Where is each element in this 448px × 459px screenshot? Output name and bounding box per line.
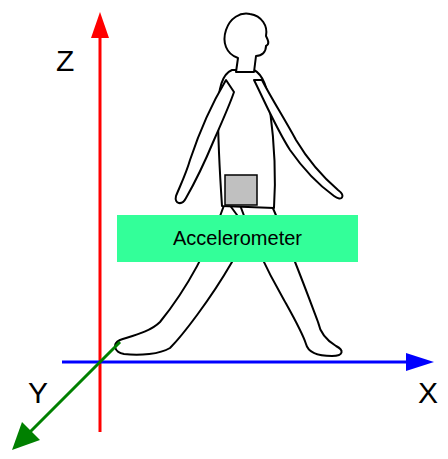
label-box: Accelerometer	[117, 215, 358, 262]
front-arm	[254, 80, 342, 198]
axis-name: Z	[56, 46, 74, 76]
x-axis-arrowhead	[406, 353, 434, 371]
axis-name: X	[418, 378, 438, 408]
y-axis	[12, 342, 120, 450]
accelerometer-sensor	[225, 175, 257, 205]
x-axis-line	[62, 361, 410, 364]
walking-person	[115, 14, 342, 356]
x-axis	[62, 353, 434, 371]
node-label: Accelerometer	[173, 227, 302, 250]
axis-name: Y	[28, 378, 48, 408]
head	[225, 14, 269, 72]
z-axis-arrowhead	[91, 12, 109, 38]
y-axis-line	[28, 342, 120, 434]
z-axis-line	[99, 34, 102, 432]
y-axis-arrowhead	[12, 422, 40, 450]
